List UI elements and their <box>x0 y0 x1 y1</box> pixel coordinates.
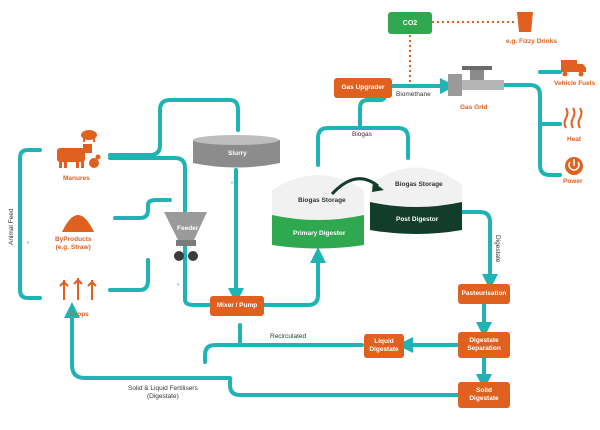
biomethane-label: Biomethane <box>396 91 431 98</box>
svg-text:˄: ˄ <box>26 241 30 250</box>
heat-icon <box>563 107 583 129</box>
primary-digestor-tank <box>272 175 364 249</box>
pasteurisation-box: Pasteurisation <box>458 284 510 304</box>
svg-text:»: » <box>120 151 125 160</box>
truck-icon <box>561 60 586 77</box>
animal-feed-label: Animal Feed <box>8 208 15 246</box>
digestate-separation-box: Digestate Separation <box>458 332 510 358</box>
svg-text:»: » <box>123 214 128 223</box>
biogas-storage-2-label: Biogas Storage <box>395 181 443 188</box>
separation-line1: Digestate <box>469 337 499 344</box>
animal-feed-loop <box>18 148 42 300</box>
fertilisers-line2: (Digestate) <box>146 393 179 400</box>
power-label: Power <box>563 178 583 185</box>
svg-text:«: « <box>36 293 41 302</box>
svg-text:˅: ˅ <box>230 181 234 190</box>
power-icon <box>565 157 583 175</box>
gas-grid-label: Gas Grid <box>460 104 488 111</box>
gas-grid-pipe <box>448 66 504 96</box>
biogas-storage-1-label: Biogas Storage <box>298 197 346 204</box>
straw-icon <box>62 215 94 232</box>
crops-icon <box>59 278 97 300</box>
fizzy-drink-icon <box>517 12 533 32</box>
svg-text:˄: ˄ <box>316 150 320 159</box>
svg-text:»: » <box>122 285 127 294</box>
biogas-label: Biogas <box>352 131 372 138</box>
fizzy-drinks-label: e.g. Fizzy Drinks <box>506 38 557 45</box>
digestate-label: Digestate <box>494 235 501 263</box>
svg-text:˅: ˅ <box>176 283 180 292</box>
liquid-digestate-line2: Digestate <box>369 346 399 353</box>
slurry-tank <box>193 135 280 168</box>
solid-digestate-line2: Digestate <box>469 395 499 402</box>
vehicle-fuels-label: Vehicle Fuels <box>554 80 596 87</box>
primary-digestor-label: Primary Digestor <box>293 230 346 237</box>
solid-digestate-box: Solid Digestate <box>458 382 510 408</box>
byproducts-label: ByProducts (e.g. Straw) <box>55 236 91 252</box>
manures-label: Manures <box>63 175 90 182</box>
liquid-digestate-box: Liquid Digestate <box>364 334 404 358</box>
fertilisers-line1: Solid & Liquid Fertilisers <box>128 385 198 392</box>
liquid-digestate-line1: Liquid <box>374 338 394 345</box>
solid-digestate-line1: Solid <box>476 387 492 394</box>
byproducts-line1: ByProducts <box>55 236 92 243</box>
svg-text:˅: ˅ <box>406 147 410 156</box>
recirculated-label: Recirculated <box>270 333 307 340</box>
separation-line2: Separation <box>467 345 501 352</box>
post-digestor-tank <box>370 167 462 234</box>
mixer-pump-box: Mixer / Pump <box>210 296 264 316</box>
heat-label: Heat <box>567 136 582 143</box>
co2-box: CO2 <box>388 12 432 34</box>
gas-upgrader-box: Gas Upgrader <box>334 78 392 98</box>
cow-icon <box>57 144 92 168</box>
slurry-label: Slurry <box>228 150 247 157</box>
feeder-hopper <box>164 212 207 261</box>
feeder-label: Feeder <box>177 225 199 232</box>
byproducts-line2: (e.g. Straw) <box>55 244 91 251</box>
chicken-icon <box>89 154 101 168</box>
crops-label: Crops <box>70 311 89 318</box>
manure-line <box>108 98 240 157</box>
fertilisers-label: Solid & Liquid Fertilisers (Digestate) <box>128 385 198 401</box>
pig-icon <box>81 130 97 142</box>
post-digestor-label: Post Digestor <box>396 216 439 223</box>
